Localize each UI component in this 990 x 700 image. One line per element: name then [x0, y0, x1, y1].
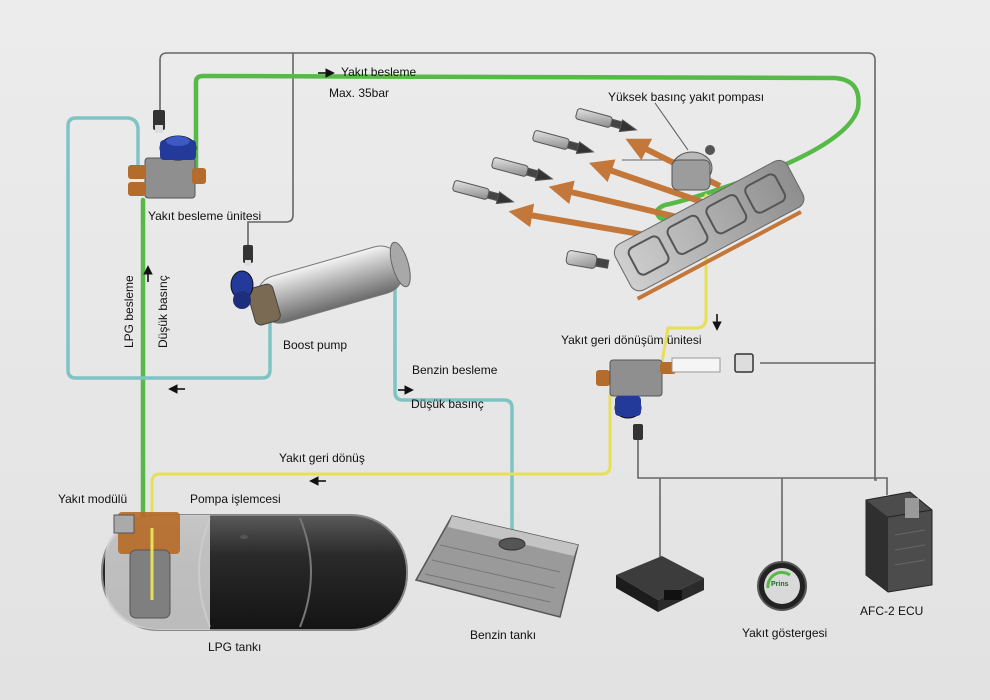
max-pressure-label: Max. 35bar [329, 86, 390, 100]
fuel-gauge [757, 561, 807, 611]
boost-pump [230, 241, 411, 326]
boost-pump-label: Boost pump [283, 338, 348, 352]
connector-icon [734, 353, 754, 373]
injectors [452, 108, 638, 269]
return-line-label: Yakıt geri dönüş [279, 451, 365, 465]
petrol-feed-line [66, 116, 514, 544]
petrol-tank [414, 515, 579, 618]
return-line [150, 193, 708, 530]
petrol-tank-label: Benzin tankı [470, 628, 537, 642]
feed-unit [128, 110, 206, 199]
injection-system [452, 102, 805, 301]
high-pressure-pump [654, 102, 715, 191]
wire-top-loop [159, 52, 877, 481]
flow-arrows [143, 68, 722, 486]
petrol-feed-label: Benzin besleme [412, 363, 498, 377]
wire-to-boost [247, 53, 294, 248]
lpg-tank [101, 512, 408, 631]
wire-lower [637, 440, 875, 479]
wiring [159, 52, 888, 565]
fuel-gauge-label: Yakıt göstergesi [742, 626, 828, 640]
gauge-brand-logo: Prins [771, 581, 789, 588]
feed-unit-label: Yakıt besleme ünitesi [148, 209, 262, 223]
feed-label: Yakıt besleme [341, 65, 417, 79]
lpg-feed-label: LPG besleme [122, 275, 136, 348]
low-pressure-label-mid: Düşük basınç [411, 397, 484, 411]
low-pressure-label-left: Düşük basınç [156, 275, 170, 348]
fuel-module-label: Yakıt modülü [58, 492, 128, 506]
wire-ecu [875, 477, 888, 495]
afc-ecu [865, 491, 933, 593]
hp-pump-label: Yüksek basınç yakıt pompası [608, 90, 765, 104]
control-module [616, 556, 704, 612]
pump-processor-label: Pompa işlemcesi [190, 492, 281, 506]
return-unit [596, 353, 754, 440]
ecu-label: AFC-2 ECU [860, 604, 924, 618]
lpg-tank-label: LPG tankı [208, 640, 262, 654]
return-unit-label: Yakıt geri dönüşüm ünitesi [561, 333, 702, 347]
